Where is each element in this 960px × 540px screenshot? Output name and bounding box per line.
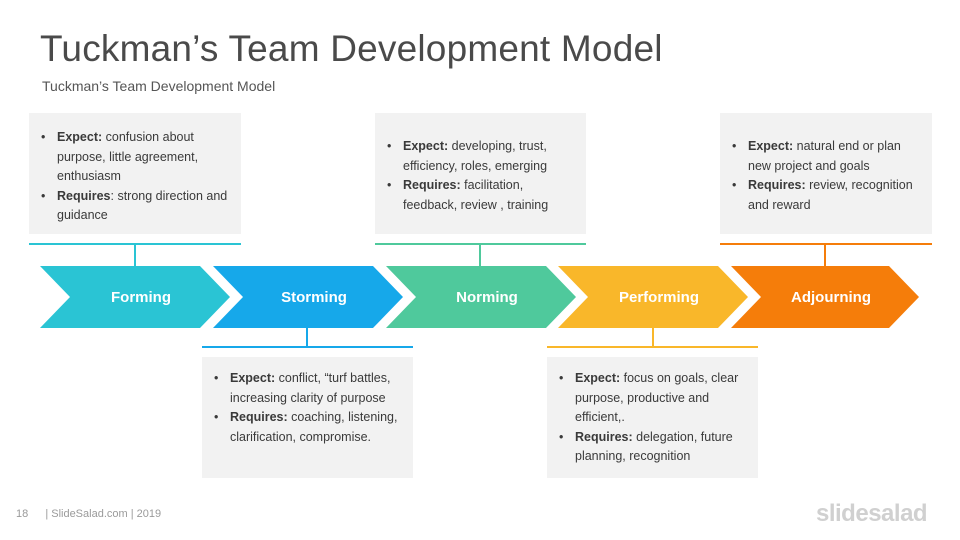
adjourning-connector-line bbox=[720, 243, 932, 245]
page-title: Tuckman’s Team Development Model bbox=[40, 28, 663, 69]
performing-details-box: Expect: focus on goals, clear purpose, p… bbox=[547, 357, 758, 478]
stage-storming-label: Storming bbox=[281, 288, 347, 306]
performing-connector-stem bbox=[652, 328, 654, 347]
norming-requires-item: Requires: facilitation, feedback, review… bbox=[383, 176, 578, 215]
adjourning-expect-item: Expect: natural end or plan new project … bbox=[728, 137, 924, 176]
forming-requires-item: Requires: strong direction and guidance bbox=[37, 187, 233, 226]
stage-norming-chevron[interactable]: Norming bbox=[386, 266, 576, 328]
footer: 18 | SlideSalad.com | 2019 bbox=[16, 508, 161, 520]
stage-adjourning-chevron[interactable]: Adjourning bbox=[731, 266, 919, 328]
forming-expect-item: Expect: confusion about purpose, little … bbox=[37, 128, 233, 187]
adjourning-connector-stem bbox=[824, 243, 826, 266]
page-number: 18 bbox=[16, 508, 29, 520]
stage-forming-chevron[interactable]: Forming bbox=[40, 266, 230, 328]
performing-connector-line bbox=[547, 346, 758, 348]
storming-details-box: Expect: conflict, “turf battles, increas… bbox=[202, 357, 413, 478]
footer-text: | SlideSalad.com | 2019 bbox=[45, 508, 162, 520]
adjourning-details-box: Expect: natural end or plan new project … bbox=[720, 113, 932, 234]
norming-expect-item: Expect: developing, trust, efficiency, r… bbox=[383, 137, 578, 176]
storming-connector-stem bbox=[306, 328, 308, 347]
adjourning-requires-item: Requires: review, recognition and reward bbox=[728, 176, 924, 215]
forming-connector-stem bbox=[134, 243, 136, 266]
norming-connector-stem bbox=[479, 243, 481, 266]
stage-adjourning-label: Adjourning bbox=[791, 288, 871, 306]
page-subtitle: Tuckman’s Team Development Model bbox=[42, 78, 276, 94]
stage-performing-chevron[interactable]: Performing bbox=[558, 266, 748, 328]
stage-storming-chevron[interactable]: Storming bbox=[213, 266, 403, 328]
storming-requires-item: Requires: coaching, listening, clarifica… bbox=[210, 408, 405, 447]
norming-details-box: Expect: developing, trust, efficiency, r… bbox=[375, 113, 586, 234]
forming-details-box: Expect: confusion about purpose, little … bbox=[29, 113, 241, 234]
storming-expect-item: Expect: conflict, “turf battles, increas… bbox=[210, 369, 405, 408]
slidesalad-logo: slidesalad bbox=[816, 500, 928, 527]
stage-performing-label: Performing bbox=[618, 288, 699, 306]
stage-forming-label: Forming bbox=[111, 288, 171, 306]
performing-requires-item: Requires: delegation, future planning, r… bbox=[555, 428, 750, 467]
stage-norming-label: Norming bbox=[456, 288, 518, 306]
performing-expect-item: Expect: focus on goals, clear purpose, p… bbox=[555, 369, 750, 428]
storming-connector-line bbox=[202, 346, 413, 348]
